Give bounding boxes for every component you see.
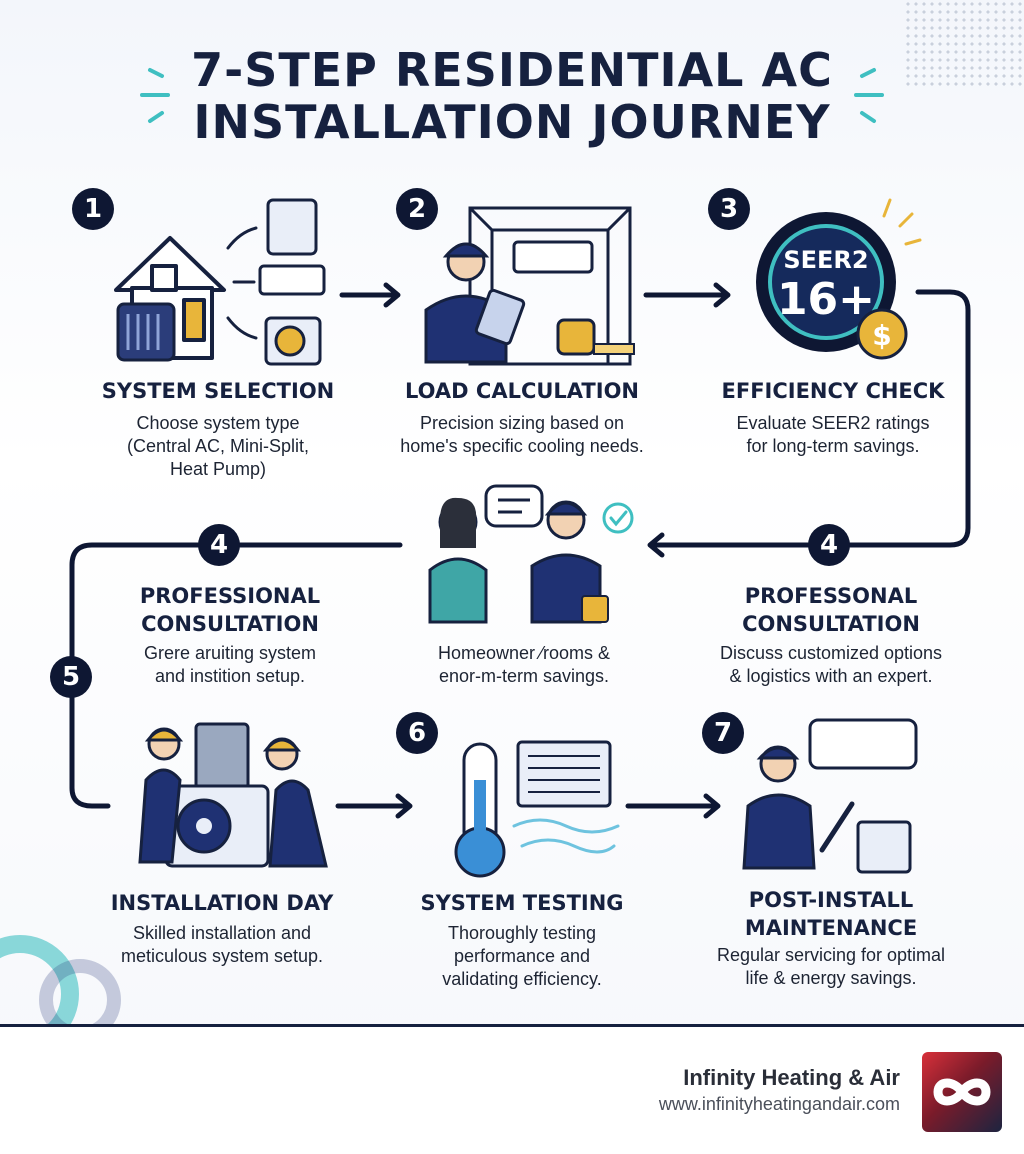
center-caption: Homeowner ⁄rooms &enor-m-term savings. bbox=[437, 643, 611, 686]
airflow-icon bbox=[512, 818, 620, 854]
condenser-small-icon bbox=[856, 820, 912, 874]
footer-bar bbox=[0, 1024, 1024, 1154]
step-badge-5: 5 bbox=[50, 656, 92, 698]
thermometer-icon bbox=[454, 742, 506, 878]
seer-value: 16+ bbox=[777, 274, 875, 325]
dollar-sign: $ bbox=[872, 319, 891, 352]
step-heading-5: INSTALLATION DAY bbox=[110, 891, 334, 915]
step-badge-6: 6 bbox=[396, 712, 438, 754]
indoor-unit-icon bbox=[194, 722, 250, 790]
step-heading-2: LOAD CALCULATION bbox=[405, 379, 639, 403]
step-desc-1: Choose system type(Central AC, Mini-Spli… bbox=[126, 413, 310, 479]
page-title-line2: INSTALLATION JOURNEY bbox=[193, 95, 831, 149]
step-badge-4-left: 4 bbox=[198, 524, 240, 566]
condenser-icon bbox=[116, 302, 176, 362]
installer-icon bbox=[138, 727, 328, 868]
page-title-line1: 7-STEP RESIDENTIAL AC bbox=[191, 43, 833, 97]
brand-url[interactable]: www.infinityheatingandair.com bbox=[658, 1094, 900, 1114]
decorative-circles bbox=[0, 935, 121, 1030]
tape-measure-icon bbox=[556, 318, 635, 356]
speech-bubble-icon bbox=[484, 484, 544, 528]
check-icon bbox=[602, 502, 634, 534]
step-desc-4-right: Discuss customized options& logistics wi… bbox=[719, 643, 943, 686]
consultant-icon bbox=[530, 500, 609, 624]
step-badge-2: 2 bbox=[396, 188, 438, 230]
brand-name: Infinity Heating & Air bbox=[683, 1065, 900, 1090]
step-heading-3: EFFICIENCY CHECK bbox=[721, 379, 945, 403]
step-badge-1: 1 bbox=[72, 188, 114, 230]
vent-icon bbox=[516, 740, 612, 808]
technician-icon bbox=[424, 242, 526, 364]
brand-block: Infinity Heating & Air www.infinityheati… bbox=[659, 1064, 900, 1116]
decorative-dot-grid bbox=[904, 0, 1024, 90]
wrench-icon bbox=[819, 801, 855, 853]
title-sparkle-icon bbox=[140, 68, 884, 123]
step-badge-7: 7 bbox=[702, 712, 744, 754]
dollar-coin-icon: $ bbox=[856, 308, 908, 360]
wall-unit-icon bbox=[808, 718, 918, 770]
seer2-seal-icon: SEER2 16+ bbox=[756, 212, 896, 352]
step-badge-3: 3 bbox=[708, 188, 750, 230]
maintenance-tech-icon bbox=[742, 745, 816, 870]
step-heading-1: SYSTEM SELECTION bbox=[101, 379, 335, 403]
homeowner-icon bbox=[428, 497, 488, 624]
seer-label: SEER2 bbox=[783, 246, 868, 274]
illustration-layer: SEER2 16+ $ bbox=[0, 68, 971, 1030]
system-options-icon bbox=[258, 198, 326, 366]
infinity-logo-icon bbox=[922, 1052, 1002, 1132]
step-heading-6: SYSTEM TESTING bbox=[420, 891, 624, 915]
step-badge-4-right: 4 bbox=[808, 524, 850, 566]
outdoor-unit-icon bbox=[164, 784, 270, 868]
